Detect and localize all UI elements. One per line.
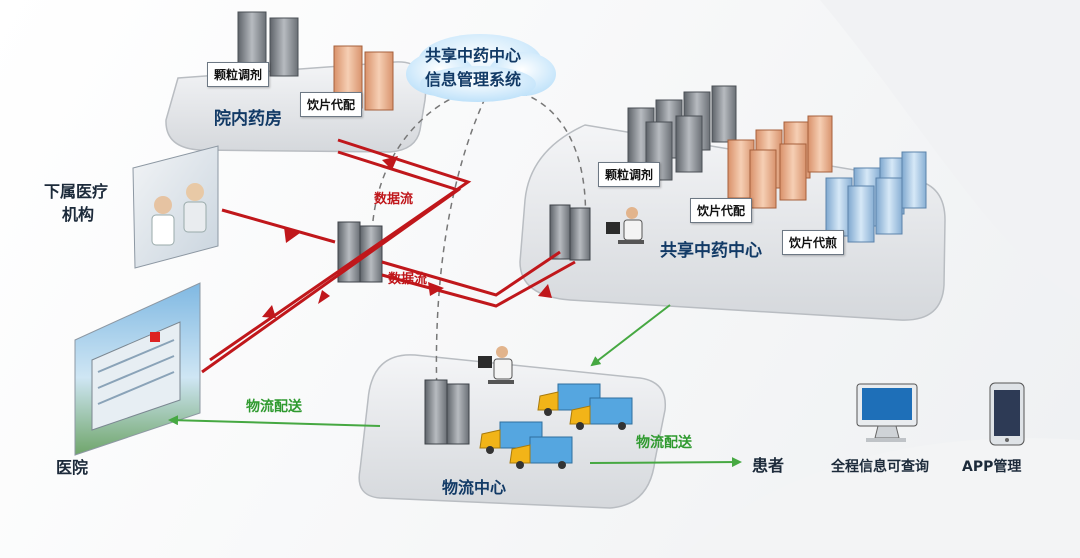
dashed-link [499, 87, 587, 231]
granule-cabinets [627, 85, 737, 181]
dashed-link [435, 91, 489, 396]
data-flow-arrowheads [262, 156, 552, 318]
server-icon [337, 221, 383, 283]
delivery-arrows [168, 304, 742, 468]
subordinate-line1: 下属医疗 [44, 182, 109, 201]
inner-pharmacy-tag-granule: 颗粒调剂 [207, 62, 270, 87]
shared-center-title: 共享中药中心 [660, 241, 762, 261]
full-process-query-label: 全程信息可查询 [831, 459, 929, 475]
shared-center-tag-pieces: 饮片代配 [690, 198, 753, 223]
logistics-title: 物流中心 [442, 478, 507, 497]
operator-icon [478, 346, 514, 384]
delivery-label-2: 物流配送 [636, 435, 692, 451]
patient-label: 患者 [752, 456, 785, 475]
phone-icon [989, 382, 1025, 446]
cloud-title-line1: 共享中药中心 [425, 46, 522, 65]
data-flow-label-1: 数据流 [374, 192, 414, 207]
decoction-piece-cabinets [727, 115, 833, 209]
cloud-shape [406, 34, 556, 102]
server-icon [549, 204, 591, 261]
data-flow-lines [201, 138, 576, 374]
shared-center-tag-granule: 颗粒调剂 [598, 162, 661, 187]
clinic-photo [132, 145, 219, 269]
server-icon [424, 379, 470, 445]
delivery-label-1: 物流配送 [246, 399, 302, 415]
background-swoosh [680, 438, 1080, 558]
cloud-title-line2: 信息管理系统 [425, 70, 522, 89]
hospital-photo [74, 282, 201, 456]
app-management-label: APP管理 [962, 459, 1022, 475]
background-swoosh [820, 0, 1080, 300]
shared-center-tag-decoction: 饮片代煎 [782, 230, 845, 255]
hospital-label: 医院 [56, 458, 89, 477]
data-flow-label-2: 数据流 [388, 272, 428, 287]
operator-icon [606, 207, 644, 244]
subordinate-line2: 机构 [62, 205, 95, 224]
inner-pharmacy-tag-pieces: 饮片代配 [300, 92, 363, 117]
monitor-icon [856, 383, 918, 442]
truck-icon [509, 436, 573, 469]
truck-icon [569, 397, 633, 430]
decoction-cabinets [825, 151, 927, 243]
inner-pharmacy-title: 院内药房 [214, 109, 282, 129]
